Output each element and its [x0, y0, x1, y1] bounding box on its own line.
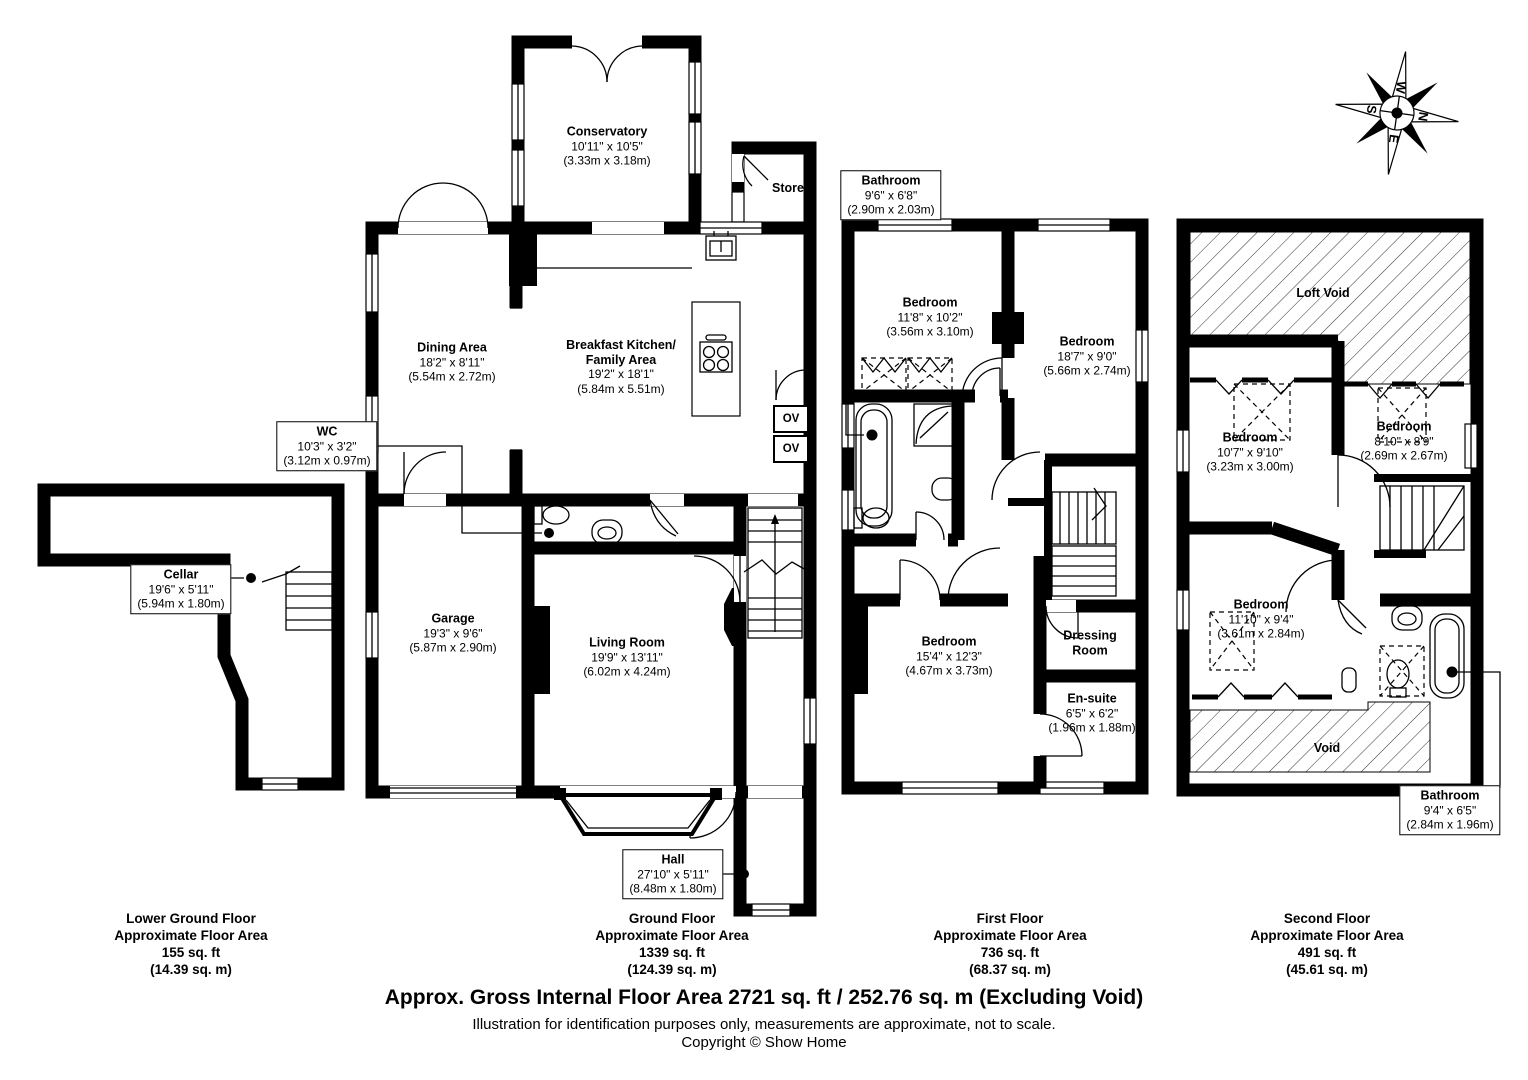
room-label-loft-void: Loft Void [1296, 285, 1350, 300]
compass-e: E [1386, 133, 1402, 144]
compass-rose: W N E S [1335, 51, 1459, 175]
compass-w: W [1393, 80, 1410, 95]
room-label-dining: Dining Area 18'2" x 8'11" (5.54m x 2.72m… [408, 340, 496, 384]
caption-lower-ground-floor: Lower Ground Floor Approximate Floor Are… [114, 911, 268, 977]
room-label-garage: Garage 19'3" x 9'6" (5.87m x 2.90m) [409, 611, 497, 655]
disclaimer-text: Illustration for identification purposes… [472, 1016, 1056, 1033]
room-label-dressing: Dressing Room [1063, 628, 1117, 658]
oven-label-2: OV [782, 443, 800, 455]
room-label-living: Living Room 19'9" x 13'11" (6.02m x 4.24… [583, 635, 671, 679]
room-label-ensuite: En-suite 6'5" x 6'2" (1.96m x 1.88m) [1048, 691, 1136, 735]
caption-ground-floor: Ground Floor Approximate Floor Area 1339… [595, 911, 749, 977]
room-label-ff-bed3: Bedroom 15'4" x 12'3" (4.67m x 3.73m) [905, 634, 993, 678]
room-label-store: Store [772, 180, 804, 195]
room-label-sf-bed3: Bedroom 11'10" x 9'4" (3.61m x 2.84m) [1217, 597, 1305, 641]
caption-second-floor: Second Floor Approximate Floor Area 491 … [1250, 911, 1404, 977]
lower-ground-floor-plan [37, 483, 345, 791]
compass-s: S [1364, 104, 1380, 115]
room-label-ff-bed1: Bedroom 11'8" x 10'2" (3.56m x 3.10m) [886, 295, 974, 339]
oven-label-1: OV [782, 413, 800, 425]
room-label-ff-bathroom: Bathroom 9'6" x 6'8" (2.90m x 2.03m) [840, 170, 942, 220]
second-floor-plan [1176, 218, 1501, 797]
room-label-ff-bed2: Bedroom 18'7" x 9'0" (5.66m x 2.74m) [1043, 334, 1131, 378]
ground-floor-plan [365, 34, 817, 917]
room-label-sf-bathroom: Bathroom 9'4" x 6'5" (2.84m x 1.96m) [1399, 785, 1501, 835]
compass-n: N [1415, 111, 1431, 122]
room-label-conservatory: Conservatory 10'11" x 10'5" (3.33m x 3.1… [563, 124, 651, 168]
caption-first-floor: First Floor Approximate Floor Area 736 s… [933, 911, 1087, 977]
room-label-void: Void [1313, 740, 1341, 755]
room-label-wc: WC 10'3" x 3'2" (3.12m x 0.97m) [276, 421, 378, 471]
first-floor-plan [841, 218, 1149, 795]
room-label-hall: Hall 27'10" x 5'11" (8.48m x 1.80m) [622, 849, 724, 899]
gross-area-text: Approx. Gross Internal Floor Area 2721 s… [384, 986, 1144, 1009]
room-label-sf-bed1: Bedroom 10'7" x 9'10" (3.23m x 3.00m) [1206, 430, 1294, 474]
room-label-cellar: Cellar 19'6" x 5'11" (5.94m x 1.80m) [130, 564, 232, 614]
room-label-sf-bed2: Bedroom 8'10" x 8'9" (2.69m x 2.67m) [1360, 419, 1448, 463]
copyright-text: Copyright © Show Home [681, 1034, 847, 1051]
room-label-kitchen: Breakfast Kitchen/ Family Area 19'2" x 1… [566, 338, 676, 396]
